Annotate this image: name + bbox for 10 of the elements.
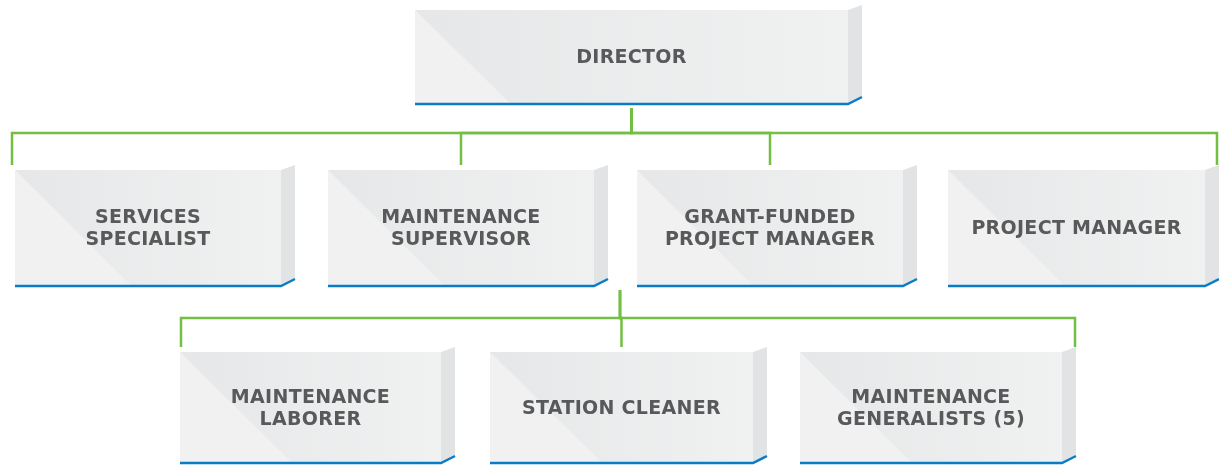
position-title: MAINTENANCE GENERALISTS (5): [836, 384, 1026, 429]
position-title: GRANT-FUNDED PROJECT MANAGER: [663, 205, 877, 249]
position-title: STATION CLEANER: [522, 395, 721, 418]
position-title: MAINTENANCE LABORER: [229, 384, 392, 429]
position-title: PROJECT MANAGER: [971, 216, 1182, 238]
connector-line: [630, 108, 1219, 165]
position-title: MAINTENANCE SUPERVISOR: [380, 205, 542, 249]
position-title: DIRECTOR: [576, 45, 687, 67]
connector-line: [618, 290, 1077, 347]
position-title: SERVICES SPECIALIST: [84, 205, 212, 249]
